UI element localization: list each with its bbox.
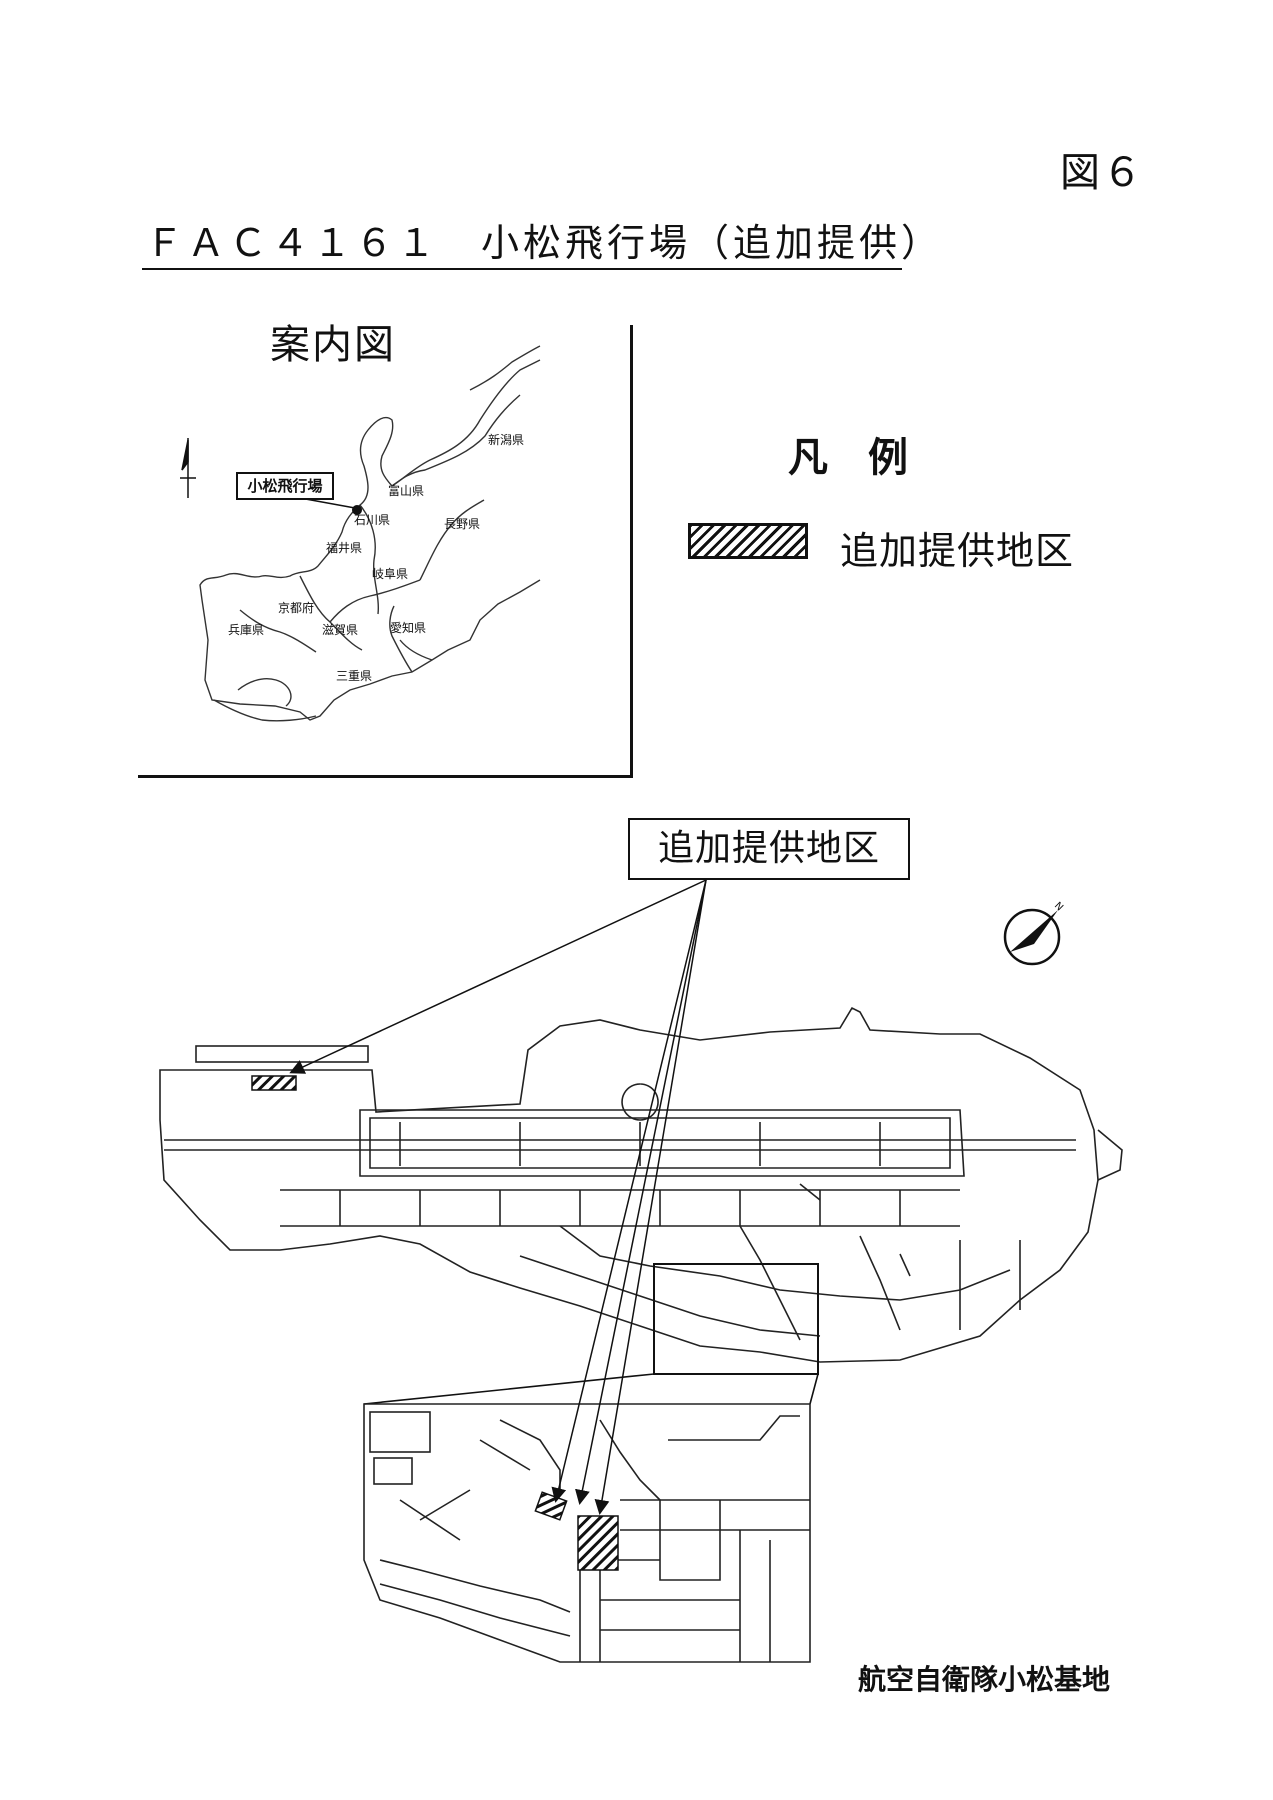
pref-label-hyogo: 兵庫県 <box>228 623 264 637</box>
zoom-line-right <box>809 1373 819 1405</box>
north-arrow-icon: N <box>1003 900 1065 966</box>
pref-label-ishikawa: 石川県 <box>354 513 390 527</box>
legend-swatch-hatch <box>688 523 808 559</box>
pref-label-nagano: 長野県 <box>444 517 480 531</box>
added-area-inset-2 <box>577 1515 619 1571</box>
detail-zone-box <box>653 1263 819 1375</box>
airfield-outline <box>159 1006 1123 1363</box>
legend-label: 追加提供地区 <box>840 529 1075 573</box>
guide-map-frame <box>138 325 633 778</box>
detail-inset <box>363 1403 811 1663</box>
added-area-inset-1 <box>534 1491 568 1521</box>
guide-north-arrow-icon <box>180 438 196 498</box>
svg-text:N: N <box>1052 900 1065 913</box>
pref-label-aichi: 愛知県 <box>390 621 426 635</box>
pref-label-toyama: 富山県 <box>388 483 424 498</box>
figure-number: 図６ <box>1060 150 1144 196</box>
airport-label: 小松飛行場 <box>236 472 334 500</box>
credit-label: 航空自衛隊小松基地 <box>858 1663 1111 1696</box>
pref-label-mie: 三重県 <box>336 669 372 683</box>
pref-label-shiga: 滋賀県 <box>322 623 358 637</box>
callout-label: 追加提供地区 <box>628 818 910 880</box>
title-underline <box>142 268 902 270</box>
pref-label-kyoto: 京都府 <box>278 600 314 615</box>
legend-heading: 凡 例 <box>788 434 908 481</box>
added-area-main <box>251 1075 297 1091</box>
guide-map-outline <box>199 345 541 722</box>
pref-label-fukui: 福井県 <box>326 540 362 555</box>
pref-label-gifu: 岐阜県 <box>372 567 408 581</box>
callout-leader-arrows <box>289 879 707 1515</box>
page-title: ＦＡＣ４１６１ 小松飛行場（追加提供） <box>145 221 944 265</box>
pref-label-niigata: 新潟県 <box>488 432 524 447</box>
guide-map-heading: 案内図 <box>270 322 396 368</box>
zoom-line-left <box>363 1373 655 1405</box>
